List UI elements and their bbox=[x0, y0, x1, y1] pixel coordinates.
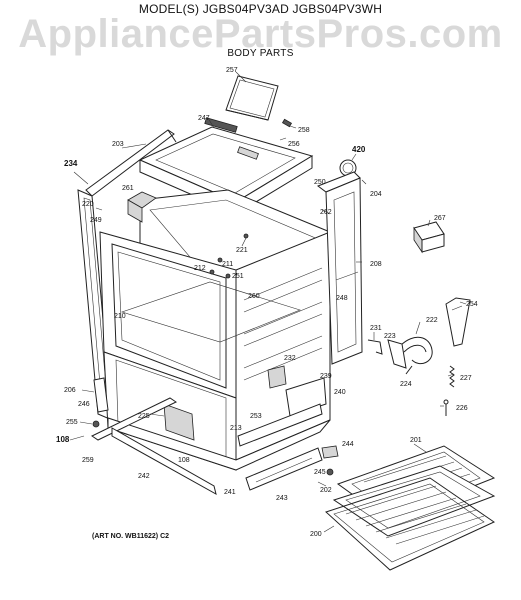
callout-231: 231 bbox=[370, 325, 382, 332]
part-body-cavity bbox=[99, 189, 331, 471]
callout-220: 220 bbox=[82, 201, 94, 208]
watermark-text: AppliancePartsPros.com bbox=[18, 12, 503, 56]
callout-243: 243 bbox=[276, 495, 288, 502]
part-258-screw bbox=[281, 118, 293, 128]
callout-201: 201 bbox=[410, 437, 422, 444]
part-242-bottom-rail bbox=[111, 427, 217, 495]
part-202-broil-insert bbox=[332, 465, 496, 537]
part-223-hinge-plate bbox=[387, 339, 407, 369]
callout-108-b: 108 bbox=[178, 457, 190, 464]
callout-200: 200 bbox=[310, 531, 322, 538]
part-227-spring bbox=[449, 365, 455, 388]
callout-249: 249 bbox=[90, 217, 102, 224]
part-267-block bbox=[413, 221, 445, 254]
callout-420: 420 bbox=[352, 145, 366, 154]
callout-240: 240 bbox=[334, 389, 346, 396]
callout-267: 267 bbox=[434, 215, 446, 222]
callout-255: 255 bbox=[66, 419, 78, 426]
callout-248: 248 bbox=[336, 295, 348, 302]
callout-203: 203 bbox=[112, 141, 124, 148]
callout-223: 223 bbox=[384, 333, 396, 340]
callout-260: 260 bbox=[248, 293, 260, 300]
part-253-channel bbox=[237, 403, 323, 447]
part-255-screw bbox=[92, 420, 100, 428]
part-224-hinge-pin bbox=[405, 365, 413, 375]
callout-257: 257 bbox=[226, 67, 238, 74]
callout-246: 246 bbox=[78, 401, 90, 408]
part-208-right-side-panel bbox=[316, 171, 363, 365]
part-261-burner-box bbox=[127, 191, 157, 223]
callout-212: 212 bbox=[194, 265, 206, 272]
leader-lines bbox=[69, 71, 467, 533]
callout-234: 234 bbox=[64, 159, 78, 168]
callout-244: 244 bbox=[342, 441, 354, 448]
part-257-vent-lid bbox=[225, 75, 279, 121]
callout-206: 206 bbox=[64, 387, 76, 394]
callout-261: 261 bbox=[122, 185, 134, 192]
callout-254: 254 bbox=[466, 301, 478, 308]
part-fasteners-center bbox=[209, 233, 249, 279]
part-244-clip bbox=[321, 445, 339, 459]
part-245-screw bbox=[326, 468, 334, 476]
part-231-hinge-clip bbox=[367, 339, 383, 355]
section-title: BODY PARTS bbox=[227, 48, 294, 59]
callout-labels: 257 247 258 256 420 203 234 220 261 250 … bbox=[56, 67, 478, 538]
callout-226: 226 bbox=[456, 405, 468, 412]
callout-213: 213 bbox=[230, 425, 242, 432]
part-200-oven-rack bbox=[325, 477, 496, 571]
callout-253: 253 bbox=[250, 413, 262, 420]
callout-262: 262 bbox=[320, 209, 332, 216]
callout-259: 259 bbox=[82, 457, 94, 464]
callout-251: 251 bbox=[232, 273, 244, 280]
callout-108: 108 bbox=[56, 435, 70, 444]
part-232-bracket bbox=[267, 365, 287, 389]
callout-232: 232 bbox=[284, 355, 296, 362]
callout-204: 204 bbox=[370, 191, 382, 198]
part-225-plate bbox=[163, 403, 195, 441]
callout-202: 202 bbox=[320, 487, 332, 494]
callout-227: 227 bbox=[460, 375, 472, 382]
callout-250: 250 bbox=[314, 179, 326, 186]
callout-221: 221 bbox=[236, 247, 248, 254]
callout-242: 242 bbox=[138, 473, 150, 480]
part-243-vent-grille bbox=[245, 447, 323, 491]
part-246-strip bbox=[93, 377, 109, 413]
callout-211: 211 bbox=[222, 261, 233, 268]
callout-256: 256 bbox=[288, 141, 300, 148]
part-254-hinge-arm bbox=[445, 297, 471, 347]
callout-225: 225 bbox=[138, 413, 150, 420]
callout-239: 239 bbox=[320, 373, 332, 380]
art-number-note: (ART NO. WB11622) C2 bbox=[92, 533, 170, 540]
model-header: MODEL(S) JGBS04PV3AD JGBS04PV3WH bbox=[138, 2, 383, 16]
callout-208: 208 bbox=[370, 261, 382, 268]
callout-210: 210 bbox=[114, 313, 126, 320]
part-226-pin bbox=[443, 399, 449, 416]
part-222-hinge-bracket bbox=[399, 336, 433, 365]
callout-224: 224 bbox=[400, 381, 412, 388]
callout-222: 222 bbox=[426, 317, 438, 324]
callout-241: 241 bbox=[224, 489, 236, 496]
callout-247: 247 bbox=[198, 115, 210, 122]
callout-245: 245 bbox=[314, 469, 326, 476]
callout-258: 258 bbox=[298, 127, 310, 134]
